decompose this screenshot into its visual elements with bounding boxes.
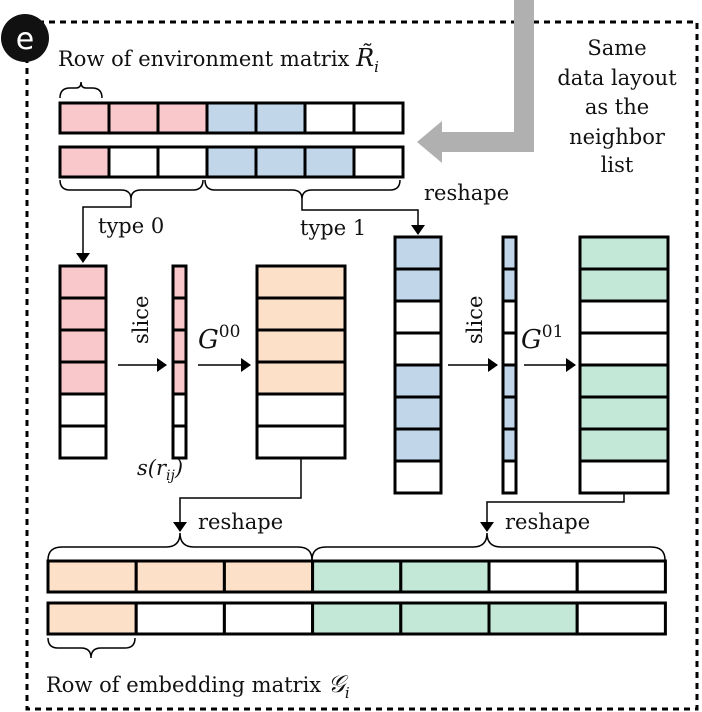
type0-slice-cell <box>171 424 188 460</box>
svg-text:e: e <box>16 22 34 57</box>
emb-row-cell <box>46 559 138 594</box>
type1-column-cell <box>393 299 443 335</box>
svg-text:data layout: data layout <box>557 66 677 90</box>
g00-output-cell <box>255 264 347 300</box>
type0-label: type 0 <box>98 214 164 238</box>
slice-label: slice <box>129 296 153 344</box>
type1-column-cell <box>393 235 443 271</box>
g00-output-cell <box>255 424 347 460</box>
g01-label: G01 <box>521 322 563 355</box>
env-row-cell <box>156 101 209 135</box>
env-row-cell <box>303 101 356 135</box>
emb-row-cell <box>399 559 491 594</box>
g01-output-cell <box>578 363 670 399</box>
panel-border <box>25 20 699 711</box>
panel-badge: e <box>1 14 49 62</box>
emb-row-cell <box>399 601 491 636</box>
env-row-cell <box>205 145 258 179</box>
env-row-cell <box>58 145 111 179</box>
type1-column-cell <box>393 363 443 399</box>
g00-output-cell <box>255 296 347 332</box>
emb-row-cell <box>487 559 579 594</box>
type1-slice-cell <box>501 427 518 463</box>
emb-row-cell <box>575 559 667 594</box>
flow-arrows <box>76 199 625 532</box>
type1-slice-cell <box>501 299 518 335</box>
emb-row-cell <box>134 601 226 636</box>
env-matrix-label: Row of environment matrix R̃i <box>58 44 379 76</box>
env-row-cell <box>303 145 356 179</box>
type0-slice-cell <box>171 360 188 396</box>
g01-output-cell <box>578 427 670 463</box>
g01-output-cell <box>578 267 670 303</box>
env-row-cell <box>107 101 160 135</box>
type1-column-cell <box>393 459 443 495</box>
type0-column-cell <box>58 392 108 428</box>
type1-slice-cell <box>501 363 518 399</box>
g00-output-cell <box>255 360 347 396</box>
env-row-cell <box>254 101 307 135</box>
type1-slice-cell <box>501 235 518 271</box>
env-row-cell <box>205 101 258 135</box>
type0-column-cell <box>58 424 108 460</box>
emb-matrix-label: Row of embedding matrix 𝒢i <box>46 670 350 702</box>
g01-output-cell <box>578 235 670 271</box>
svg-text:neighbor: neighbor <box>569 125 666 149</box>
svg-text:list: list <box>601 153 634 177</box>
svg-text:Same: Same <box>587 36 646 60</box>
type1-column-cell <box>393 267 443 303</box>
emb-row-cell <box>487 601 579 636</box>
type1-slice-cell <box>501 459 518 495</box>
g00-label: G00 <box>198 322 240 355</box>
emb-row-cell <box>46 601 138 636</box>
type0-slice-cell <box>171 264 188 300</box>
env-row-cell <box>107 145 160 179</box>
type0-column-cell <box>58 360 108 396</box>
g01-output-cell <box>578 395 670 431</box>
type0-column-cell <box>58 296 108 332</box>
s-rij-label: s(rij) <box>137 456 183 484</box>
g01-output-cell <box>578 331 670 367</box>
type1-slice-cell <box>501 395 518 431</box>
emb-row-cell <box>311 601 403 636</box>
type0-column-cell <box>58 328 108 364</box>
reshape-label: reshape <box>424 181 509 205</box>
env-row-cell <box>58 101 111 135</box>
reshape-label: reshape <box>198 510 283 534</box>
type1-slice-cell <box>501 267 518 303</box>
env-row-cell <box>254 145 307 179</box>
g01-output-cell <box>578 459 670 495</box>
type0-slice-cell <box>171 392 188 428</box>
type1-column-cell <box>393 427 443 463</box>
env-row-cell <box>352 101 405 135</box>
type1-slice-cell <box>501 331 518 367</box>
g01-output-cell <box>578 299 670 335</box>
g00-output-cell <box>255 328 347 364</box>
reshape-label: reshape <box>505 510 590 534</box>
gray-input-arrow <box>417 0 534 163</box>
type1-column-cell <box>393 331 443 367</box>
type0-column-cell <box>58 264 108 300</box>
emb-row-cell <box>222 559 315 594</box>
emb-row-cell <box>575 601 667 636</box>
slice-label: slice <box>463 296 487 344</box>
g00-output-cell <box>255 392 347 428</box>
type0-slice-cell <box>171 328 188 364</box>
emb-row-cell <box>311 559 403 594</box>
type1-column-cell <box>393 395 443 431</box>
matrix-cells <box>46 101 670 636</box>
emb-row-cell <box>222 601 315 636</box>
svg-text:as the: as the <box>585 95 649 119</box>
type0-slice-cell <box>171 296 188 332</box>
env-row-cell <box>352 145 405 179</box>
side-note: Same data layout as the neighbor list <box>557 36 677 177</box>
type1-label: type 1 <box>300 216 366 240</box>
emb-row-cell <box>134 559 226 594</box>
env-row-cell <box>156 145 209 179</box>
